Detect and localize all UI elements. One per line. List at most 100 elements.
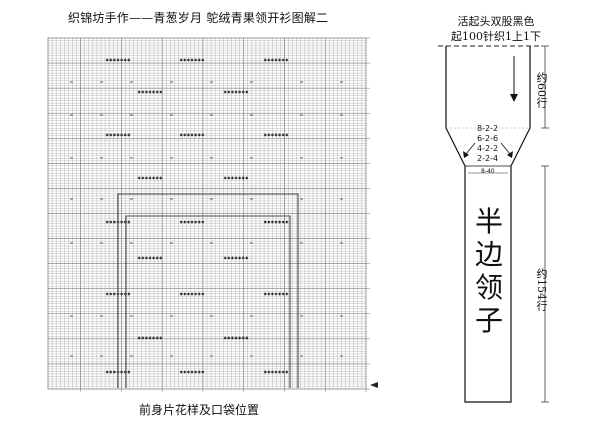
pattern-dot (300, 315, 303, 317)
motif-stitch (152, 176, 156, 180)
motif-stitch (267, 292, 271, 296)
collar-rows-upper-label: 约60行 (535, 72, 548, 108)
motif-stitch (278, 370, 282, 374)
pattern-dot (340, 242, 343, 244)
motif-stitch (274, 133, 278, 137)
motif-stitch (105, 370, 109, 374)
start-arrow (370, 382, 378, 388)
motif-stitch (267, 58, 271, 62)
motif-stitch (285, 292, 289, 296)
motif-stitch (278, 133, 282, 137)
motif-stitch (190, 292, 194, 296)
motif-stitch (159, 256, 163, 260)
pattern-dot (130, 315, 133, 317)
pattern-dot (340, 355, 343, 357)
motif-stitch (227, 176, 231, 180)
pattern-dot (210, 198, 213, 200)
motif-stitch (186, 58, 190, 62)
pattern-motif (179, 370, 205, 374)
motif-stitch (120, 370, 124, 374)
pattern-dot (300, 355, 303, 357)
motif-stitch (227, 256, 231, 260)
motif-stitch (127, 292, 131, 296)
motif-stitch (127, 370, 131, 374)
grid-major-lines (48, 38, 366, 389)
pattern-dot (300, 198, 303, 200)
motif-stitch (270, 370, 274, 374)
motif-stitch (241, 336, 245, 340)
motif-stitch (223, 176, 227, 180)
motif-stitch (278, 58, 282, 62)
collar-width-mark: 8-40 (481, 168, 495, 175)
pattern-dot (300, 81, 303, 83)
motif-stitch (197, 370, 201, 374)
pattern-dot (210, 315, 213, 317)
increase-line-1: 8-2-2 (477, 124, 499, 133)
motif-stitch (194, 133, 198, 137)
pattern-motif (179, 292, 205, 296)
motif-stitch (267, 370, 271, 374)
increase-line-3: 4-2-2 (477, 144, 499, 153)
pattern-dot (70, 355, 73, 357)
motif-stitch (281, 133, 285, 137)
pattern-motif (105, 220, 131, 224)
motif-stitch (227, 336, 231, 340)
motif-stitch (183, 58, 187, 62)
motif-stitch (179, 292, 183, 296)
motif-stitch (201, 58, 205, 62)
pattern-dot (100, 355, 103, 357)
motif-stitch (274, 220, 278, 224)
motif-stitch (159, 176, 163, 180)
motif-stitch (152, 336, 156, 340)
motif-stitch (120, 220, 124, 224)
increase-arrow-left (465, 142, 476, 155)
pattern-dot (300, 157, 303, 159)
pattern-dot (250, 355, 253, 357)
pattern-motif (263, 58, 289, 62)
motif-stitch (105, 292, 109, 296)
pattern-dot (70, 198, 73, 200)
motif-stitch (281, 292, 285, 296)
motif-stitch (137, 256, 141, 260)
motif-stitch (241, 90, 245, 94)
motif-stitch (109, 220, 113, 224)
pattern-dot (170, 355, 173, 357)
motif-stitch (197, 292, 201, 296)
motif-stitch (159, 336, 163, 340)
motif-stitch (223, 90, 227, 94)
collar-rows-lower-label: 约154行 (535, 268, 548, 311)
motif-stitch (116, 58, 120, 62)
pattern-dot (70, 157, 73, 159)
motif-stitch (112, 292, 116, 296)
motif-stitch (281, 220, 285, 224)
motif-stitch (241, 176, 245, 180)
motif-stitch (270, 220, 274, 224)
motif-stitch (120, 133, 124, 137)
motif-stitch (186, 370, 190, 374)
motif-stitch (186, 220, 190, 224)
pattern-dot (100, 81, 103, 83)
pattern-dot (250, 157, 253, 159)
motif-stitch (190, 58, 194, 62)
page-title: 织锦坊手作——青葱岁月 鸵绒青果领开衫图解二 (68, 11, 329, 25)
pattern-dot (130, 355, 133, 357)
pattern-dot (210, 157, 213, 159)
motif-stitch (274, 370, 278, 374)
pattern-dot (100, 242, 103, 244)
motif-stitch (148, 176, 152, 180)
pattern-dot (70, 114, 73, 116)
pattern-motif (223, 256, 249, 260)
motif-stitch (201, 220, 205, 224)
increase-arrow-right-head (507, 151, 513, 158)
motif-stitch (270, 292, 274, 296)
pattern-dot (130, 157, 133, 159)
pattern-dot (340, 81, 343, 83)
motif-stitch (190, 370, 194, 374)
pattern-dot (250, 198, 253, 200)
motif-stitch (263, 58, 267, 62)
pattern-dot (100, 157, 103, 159)
motif-stitch (144, 90, 148, 94)
increase-arrow-right (500, 142, 511, 155)
motif-stitch (127, 58, 131, 62)
